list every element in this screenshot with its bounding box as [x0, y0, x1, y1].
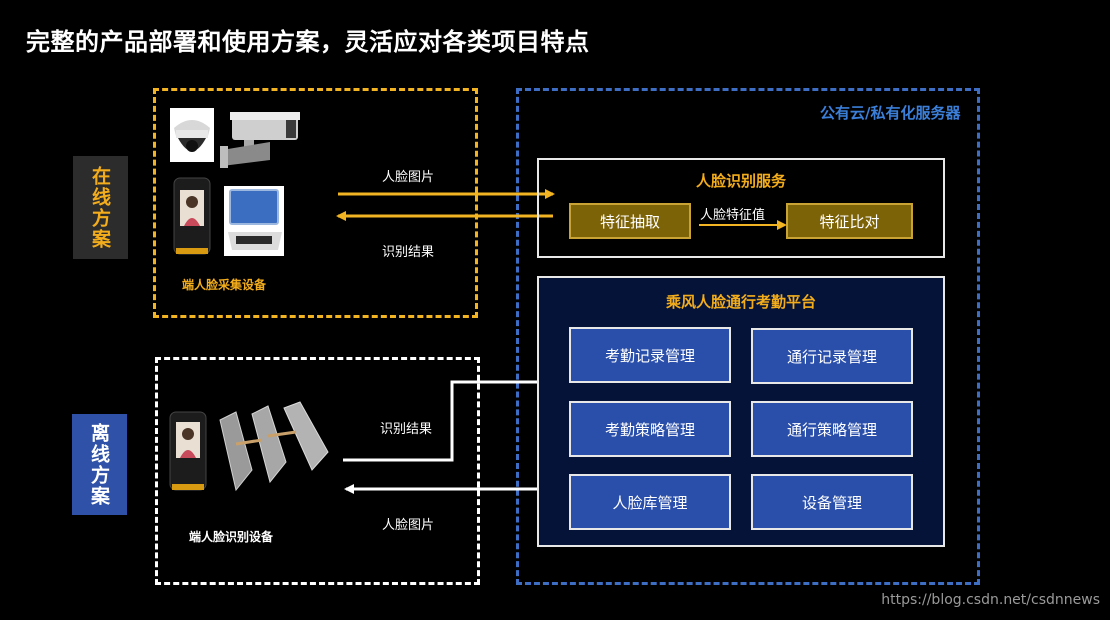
- online-device-group: [153, 88, 478, 318]
- page-title: 完整的产品部署和使用方案，灵活应对各类项目特点: [26, 28, 590, 56]
- face-recognition-service: [537, 158, 945, 258]
- offline-download-label: 人脸图片: [382, 518, 435, 533]
- feature-value-label: 人脸特征值: [700, 208, 766, 223]
- server-group: [516, 88, 980, 585]
- attendance-record-module: 考勤记录管理: [569, 327, 731, 383]
- feature-extract-box: 特征抽取: [569, 203, 691, 239]
- online-upload-label: 人脸图片: [382, 170, 435, 185]
- online-device-label: 端人脸采集设备: [182, 278, 267, 292]
- online-result-label: 识别结果: [382, 245, 435, 260]
- offline-solution-tag: 离线方案: [72, 414, 127, 515]
- access-record-module: 通行记录管理: [751, 328, 913, 384]
- face-library-module: 人脸库管理: [569, 474, 731, 530]
- device-management-module: 设备管理: [751, 474, 913, 530]
- face-recognition-service-title: 人脸识别服务: [695, 172, 786, 190]
- attendance-policy-module: 考勤策略管理: [569, 401, 731, 457]
- offline-result-label: 识别结果: [380, 422, 433, 437]
- access-policy-module: 通行策略管理: [751, 401, 913, 457]
- watermark: https://blog.csdn.net/csdnnews: [881, 592, 1100, 608]
- attendance-platform-title: 乘风人脸通行考勤平台: [665, 293, 816, 311]
- offline-device-group: [155, 357, 480, 585]
- online-solution-tag: 在线方案: [73, 156, 128, 259]
- feature-compare-box: 特征比对: [786, 203, 913, 239]
- offline-device-label: 端人脸识别设备: [189, 530, 274, 544]
- server-label: 公有云/私有化服务器: [820, 104, 961, 122]
